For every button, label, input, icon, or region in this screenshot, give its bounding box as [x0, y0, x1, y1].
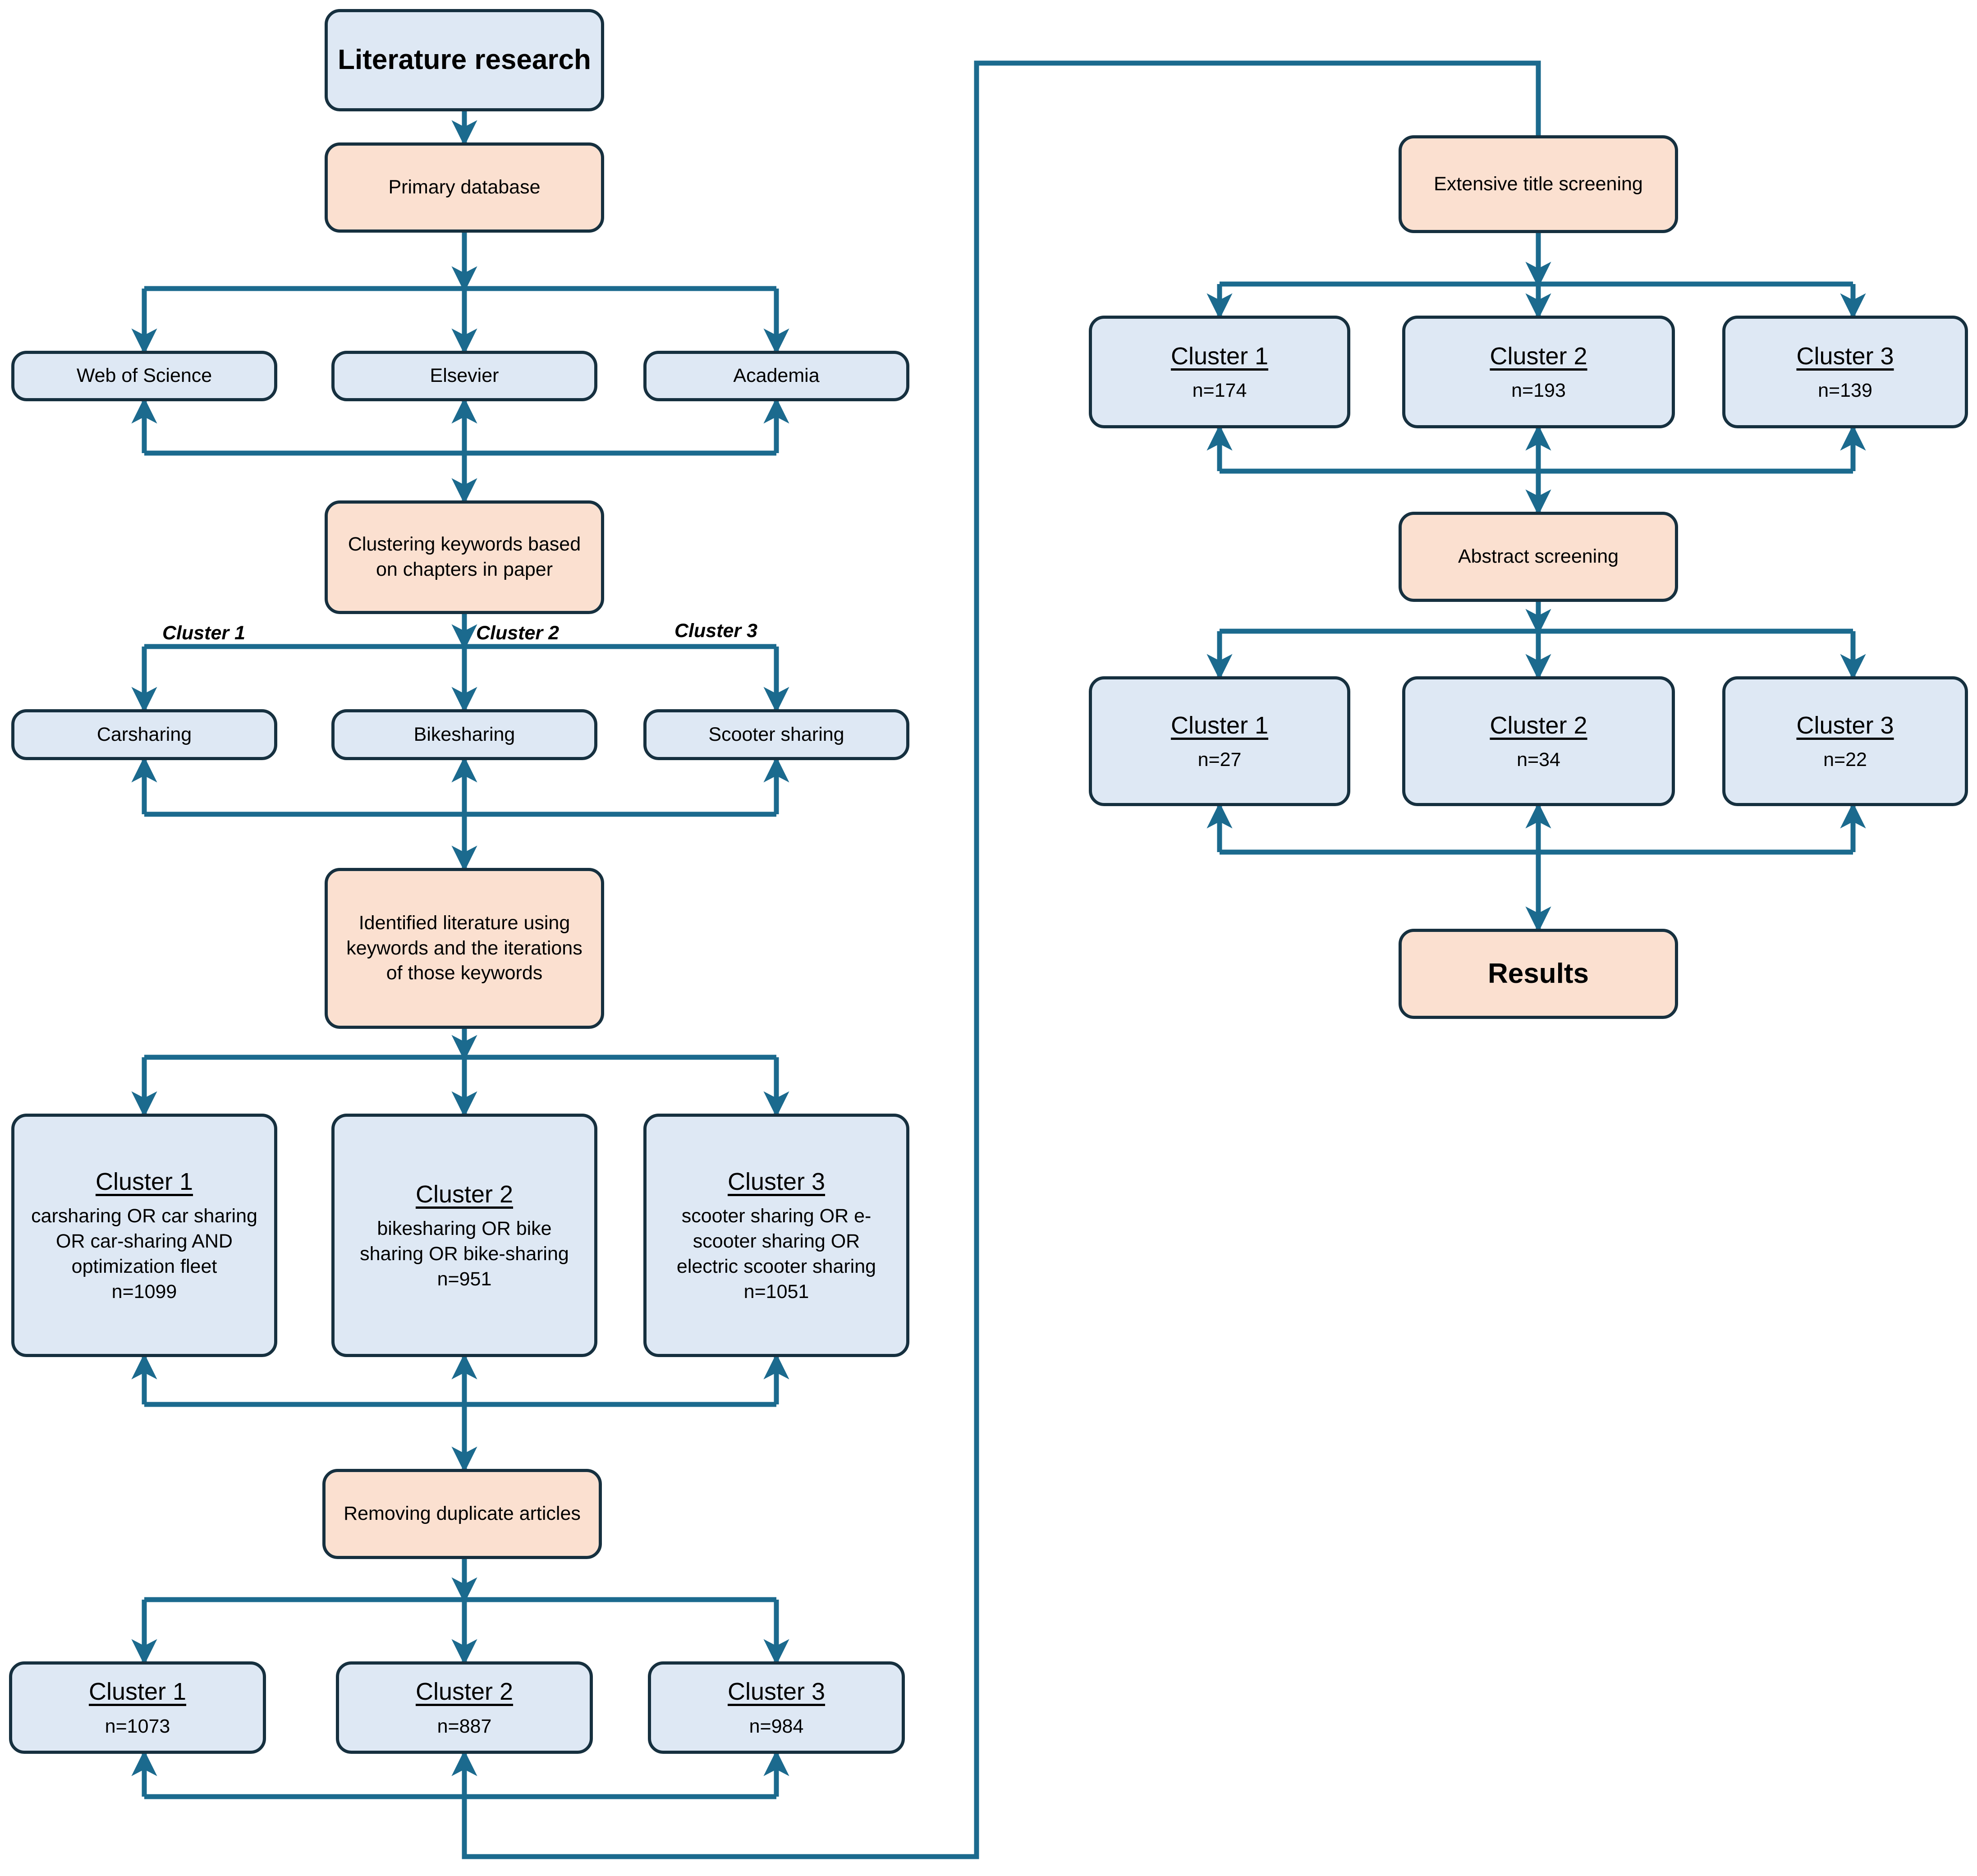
- cluster-count: n=174: [1192, 380, 1247, 402]
- node-label: Identified literature using keywords and…: [346, 912, 583, 984]
- node-title-cluster-1[interactable]: Cluster 1 n=174: [1089, 316, 1350, 428]
- cluster-count: n=1051: [743, 1280, 809, 1303]
- node-label: Elsevier: [430, 365, 499, 387]
- cluster-header: Cluster 2: [415, 1678, 514, 1706]
- node-label: Literature research: [338, 44, 591, 76]
- node-label: Clustering keywords based on chapters in…: [348, 533, 581, 580]
- node-literature-research[interactable]: Literature research: [325, 9, 604, 111]
- node-primary-database[interactable]: Primary database: [325, 142, 604, 233]
- node-abstract-cluster-3[interactable]: Cluster 3 n=22: [1722, 676, 1968, 806]
- node-abstract-screening[interactable]: Abstract screening: [1399, 512, 1678, 602]
- node-abstract-cluster-1[interactable]: Cluster 1 n=27: [1089, 676, 1350, 806]
- node-clustering-keywords[interactable]: Clustering keywords based on chapters in…: [325, 500, 604, 614]
- node-label: Abstract screening: [1458, 546, 1619, 568]
- cluster-header: Cluster 3: [727, 1168, 826, 1196]
- cluster-header: Cluster 2: [1490, 342, 1587, 370]
- node-abstract-cluster-2[interactable]: Cluster 2 n=34: [1402, 676, 1675, 806]
- cluster-count: n=193: [1511, 380, 1566, 402]
- cluster-count: n=1073: [105, 1715, 170, 1737]
- cluster-body: bikesharing OR bike sharing OR bike-shar…: [360, 1218, 569, 1265]
- cluster-header: Cluster 1: [1170, 711, 1269, 739]
- node-label: Carsharing: [96, 723, 192, 745]
- cluster-count: n=139: [1818, 380, 1872, 402]
- edge-label-cluster-2: Cluster 2: [476, 622, 560, 644]
- node-title-cluster-3[interactable]: Cluster 3 n=139: [1722, 316, 1968, 428]
- node-label: Bikesharing: [413, 723, 515, 745]
- node-carsharing[interactable]: Carsharing: [11, 709, 277, 760]
- cluster-header: Cluster 1: [95, 1168, 193, 1196]
- node-dedup-cluster-2[interactable]: Cluster 2 n=887: [336, 1661, 593, 1754]
- node-dedup-cluster-1[interactable]: Cluster 1 n=1073: [9, 1661, 266, 1754]
- node-title-cluster-2[interactable]: Cluster 2 n=193: [1402, 316, 1675, 428]
- cluster-header: Cluster 2: [1490, 711, 1587, 739]
- node-academia[interactable]: Academia: [643, 351, 909, 401]
- node-label: Web of Science: [76, 365, 212, 387]
- edge-label-cluster-3: Cluster 3: [674, 620, 758, 642]
- node-extensive-title-screening[interactable]: Extensive title screening: [1399, 135, 1678, 233]
- cluster-header: Cluster 2: [415, 1181, 514, 1208]
- node-label: Scooter sharing: [708, 723, 844, 745]
- node-dedup-cluster-3[interactable]: Cluster 3 n=984: [648, 1661, 905, 1754]
- node-keyword-cluster-2[interactable]: Cluster 2 bikesharing OR bike sharing OR…: [331, 1114, 597, 1357]
- cluster-header: Cluster 1: [88, 1678, 187, 1706]
- edge-label-cluster-1: Cluster 1: [162, 622, 246, 644]
- node-scooter-sharing[interactable]: Scooter sharing: [643, 709, 909, 760]
- node-label: Results: [1488, 958, 1589, 989]
- cluster-header: Cluster 3: [727, 1678, 826, 1706]
- cluster-count: n=27: [1197, 749, 1242, 771]
- cluster-header: Cluster 3: [1796, 711, 1894, 739]
- cluster-header: Cluster 3: [1796, 342, 1894, 370]
- cluster-header: Cluster 1: [1170, 342, 1269, 370]
- cluster-count: n=984: [749, 1715, 804, 1737]
- node-results[interactable]: Results: [1399, 929, 1678, 1019]
- cluster-body: carsharing OR car sharing OR car-sharing…: [31, 1205, 257, 1278]
- node-identified-literature[interactable]: Identified literature using keywords and…: [325, 868, 604, 1029]
- node-elsevier[interactable]: Elsevier: [331, 351, 597, 401]
- node-web-of-science[interactable]: Web of Science: [11, 351, 277, 401]
- cluster-count: n=1099: [111, 1280, 177, 1303]
- cluster-count: n=34: [1517, 749, 1560, 771]
- node-label: Academia: [733, 365, 820, 387]
- cluster-body: scooter sharing OR e-scooter sharing OR …: [676, 1205, 876, 1278]
- node-keyword-cluster-1[interactable]: Cluster 1 carsharing OR car sharing OR c…: [11, 1114, 277, 1357]
- cluster-count: n=22: [1823, 749, 1867, 771]
- node-keyword-cluster-3[interactable]: Cluster 3 scooter sharing OR e-scooter s…: [643, 1114, 909, 1357]
- node-label: Extensive title screening: [1434, 173, 1643, 195]
- cluster-count: n=887: [437, 1715, 492, 1737]
- node-bikesharing[interactable]: Bikesharing: [331, 709, 597, 760]
- node-label: Primary database: [388, 176, 541, 198]
- node-label: Removing duplicate articles: [344, 1503, 581, 1525]
- cluster-count: n=951: [437, 1268, 492, 1290]
- node-removing-duplicates[interactable]: Removing duplicate articles: [322, 1469, 602, 1559]
